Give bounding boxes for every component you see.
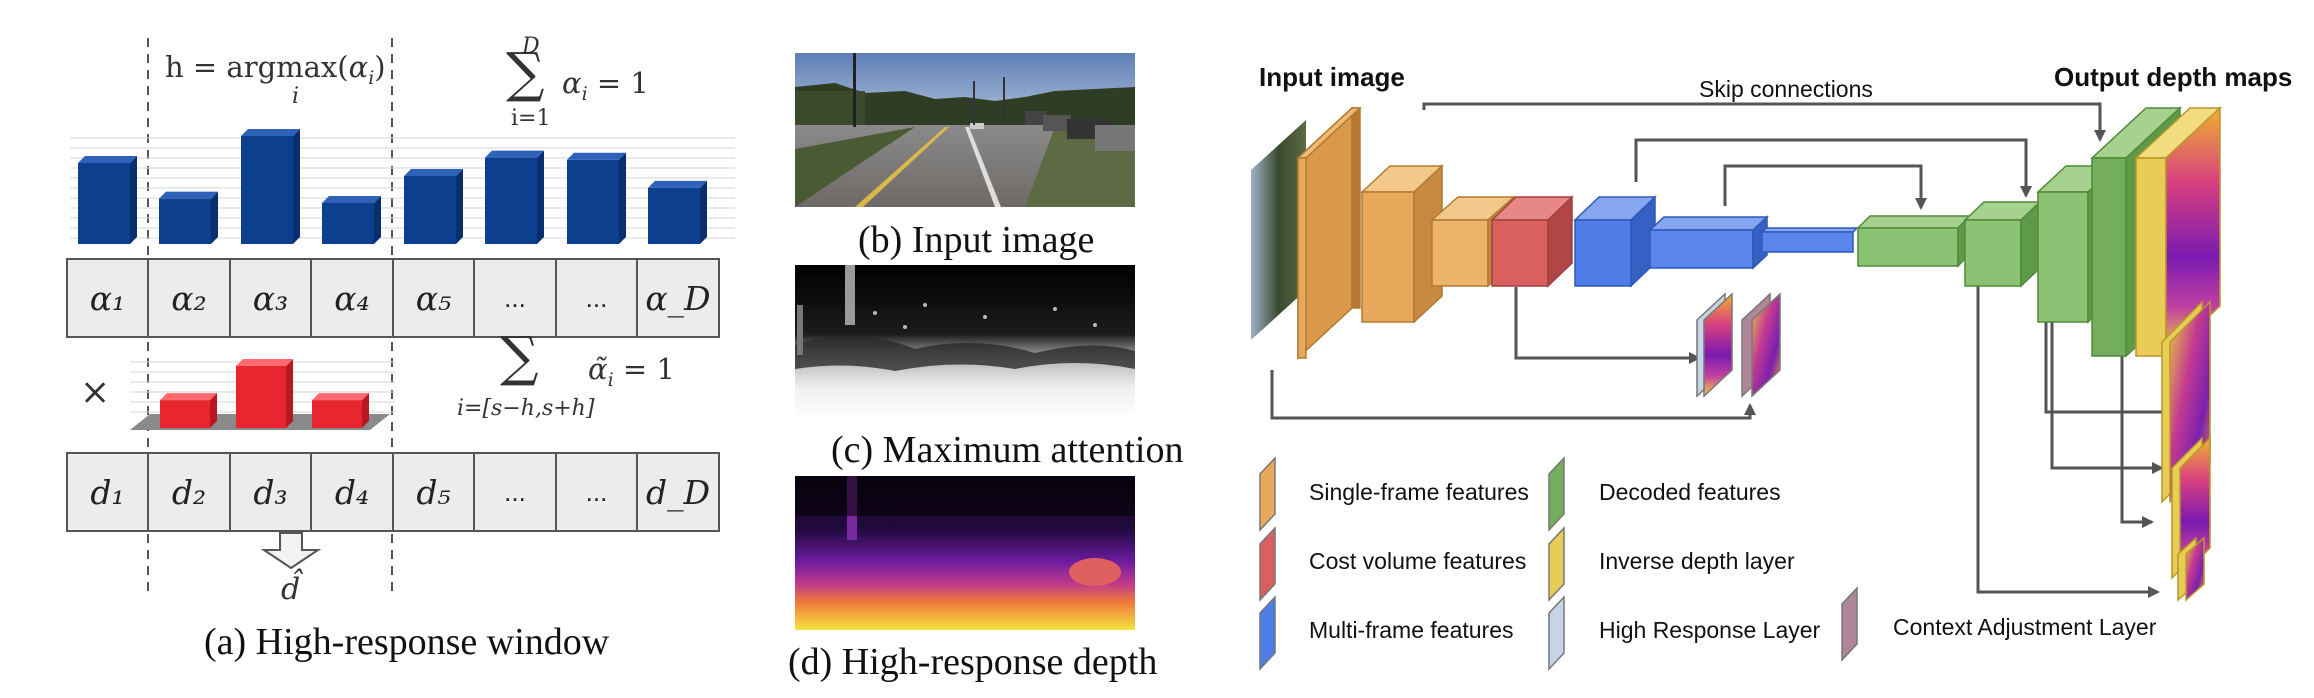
- depth-cell: ...: [473, 452, 557, 532]
- legend-item-multi-frame: Multi-frame features: [1309, 617, 1514, 643]
- blue-bar-chart: [78, 129, 707, 244]
- skip-connections-label: Skip connections: [1699, 76, 1873, 102]
- legend-item-high-response: High Response Layer: [1599, 617, 1821, 643]
- depth-cell: d₂: [147, 452, 231, 532]
- alpha-cell: α₃: [229, 258, 312, 338]
- depth-cell: d₄: [310, 452, 394, 532]
- attention-bar: [241, 129, 300, 244]
- attention-bar: [78, 156, 137, 244]
- legend-item-context-adjustment: Context Adjustment Layer: [1893, 614, 2157, 640]
- alpha-cell: α₁: [66, 258, 149, 338]
- high-response-depth-map: [795, 476, 1135, 630]
- legend-item-decoded: Decoded features: [1599, 479, 1781, 505]
- red-bar-chart: [160, 359, 369, 428]
- sum-symbol: ∑: [506, 41, 545, 104]
- maximum-attention-map: [795, 265, 1135, 419]
- times-symbol: ×: [80, 372, 111, 413]
- depth-cell: d₃: [229, 452, 312, 532]
- caption-c: (c) Maximum attention: [831, 429, 1184, 471]
- alpha-cell: ...: [555, 258, 638, 338]
- attention-bar: [648, 180, 707, 244]
- legend-item-inverse-depth: Inverse depth layer: [1599, 548, 1795, 574]
- alpha-cell: α₂: [147, 258, 231, 338]
- sum-upper-limit: D: [522, 34, 540, 59]
- depth-cell: d_D: [636, 452, 720, 532]
- attention-bar: [322, 195, 381, 244]
- depth-cell: d₅: [392, 452, 475, 532]
- argmax-equation: h = argmax(αi): [165, 50, 386, 89]
- window-bar: [236, 359, 293, 428]
- sum-lower-limit: i=1: [511, 106, 551, 131]
- input-image-slab: [1251, 120, 1306, 340]
- caption-a: (a) High-response window: [204, 621, 610, 663]
- window-bar: [312, 393, 369, 428]
- estimated-depth-symbol: d̂: [281, 572, 301, 607]
- input-image-photo: [795, 53, 1135, 207]
- output-depth-title: Output depth maps: [2054, 62, 2293, 92]
- attention-bar: [485, 150, 544, 244]
- caption-d: (d) High-response depth: [788, 641, 1158, 683]
- network-diagram: [1251, 102, 2222, 671]
- input-image-title: Input image: [1259, 62, 1405, 92]
- window-sum-body: α̃i = 1: [588, 352, 675, 391]
- depth-cell: ...: [555, 452, 638, 532]
- window-sum-lower-limit: i=[s−h,s+h]: [457, 396, 595, 421]
- window-bar: [160, 393, 217, 428]
- alpha-cell: α₅: [392, 258, 475, 338]
- legend-item-single-frame: Single-frame features: [1309, 479, 1529, 505]
- attention-bar: [567, 152, 626, 244]
- argmax-subscript: i: [292, 84, 300, 109]
- sum-body: αi = 1: [562, 66, 649, 105]
- attention-bar: [404, 168, 463, 244]
- alpha-cell: α₄: [310, 258, 394, 338]
- alpha-cell: α_D: [636, 258, 720, 338]
- window-sum-symbol: ∑: [500, 325, 539, 388]
- legend-item-cost-volume: Cost volume features: [1309, 548, 1527, 574]
- depth-cell: d₁: [66, 452, 149, 532]
- caption-b: (b) Input image: [858, 219, 1095, 261]
- attention-bar: [159, 191, 218, 244]
